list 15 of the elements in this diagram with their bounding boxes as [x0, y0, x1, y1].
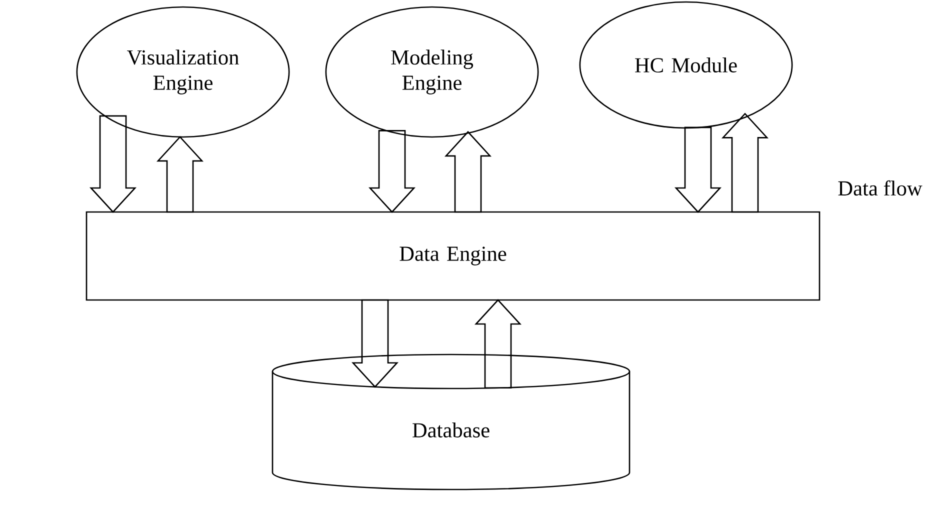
ellipse-node: Modeling Engine: [325, 6, 539, 138]
ellipse-node: Visualization Engine: [76, 6, 290, 138]
flow-label: Data flow: [838, 180, 922, 196]
ellipse-node: HC Module: [579, 1, 793, 129]
database-cylinder: Database: [272, 354, 630, 490]
block-arrow: [90, 115, 137, 213]
node-label: Database: [412, 422, 490, 438]
block-arrow: [721, 112, 769, 213]
process-box: Data Engine: [86, 211, 820, 301]
block-arrow: [474, 299, 522, 389]
block-arrow: [674, 126, 722, 213]
block-arrow: [368, 130, 416, 213]
block-arrow: [352, 299, 399, 388]
block-arrow: [444, 130, 492, 213]
block-arrow: [156, 136, 204, 213]
